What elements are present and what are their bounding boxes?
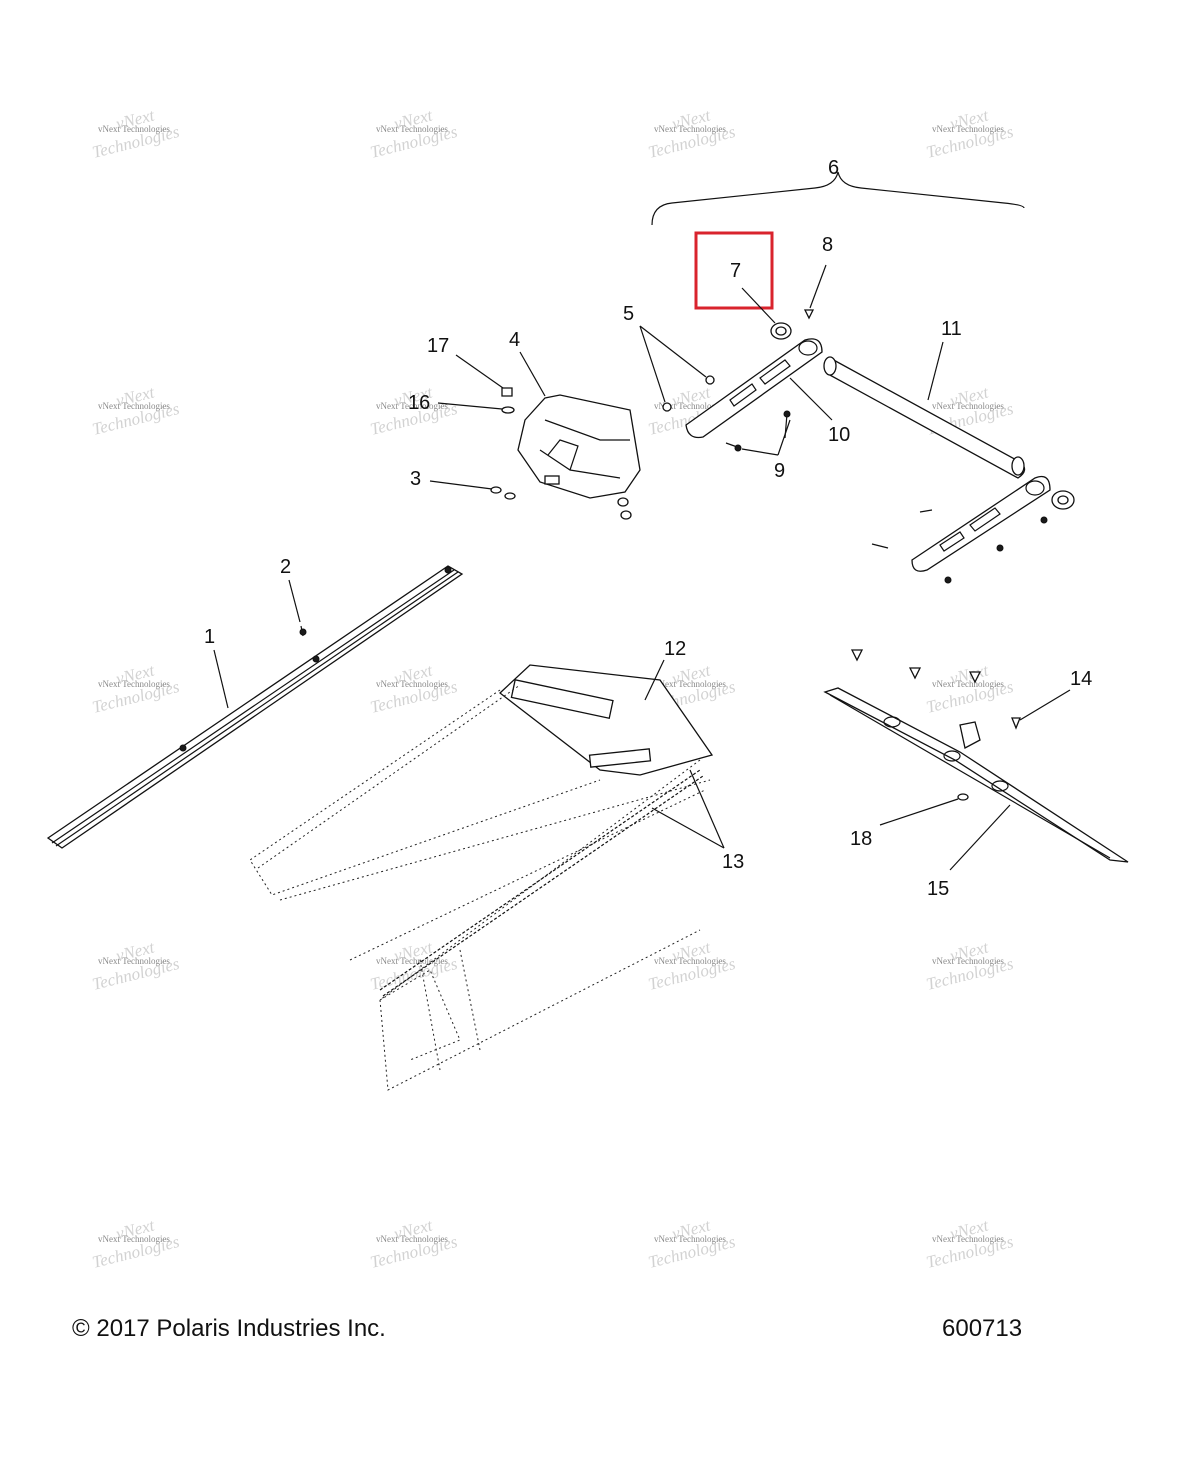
watermark-small-text: vNext Technologies xyxy=(654,679,726,689)
watermark-small-text: vNext Technologies xyxy=(932,956,1004,966)
leader-11 xyxy=(927,341,944,401)
bolt-part-2 xyxy=(299,625,307,637)
nut-part-17 xyxy=(501,387,513,397)
leader-3 xyxy=(429,480,493,490)
tube-part-11 xyxy=(823,356,1026,479)
leader-14 xyxy=(1019,689,1071,721)
callout-13: 13 xyxy=(722,851,744,873)
screw-part-8 xyxy=(803,309,815,320)
watermark-small-text: vNext Technologies xyxy=(98,124,170,134)
washer-part-16 xyxy=(501,406,515,414)
watermark-small-text: vNext Technologies xyxy=(376,956,448,966)
watermark-small-text: vNext Technologies xyxy=(654,401,726,411)
leader-13a xyxy=(689,769,725,849)
copyright-text: © 2017 Polaris Industries Inc. xyxy=(72,1315,386,1342)
leader-8 xyxy=(809,264,827,309)
callout-10: 10 xyxy=(828,424,850,446)
callout-6: 6 xyxy=(828,157,839,179)
bushing-part-7 xyxy=(770,322,792,340)
frame-part-12 xyxy=(498,664,714,776)
watermark-small-text: vNext Technologies xyxy=(932,401,1004,411)
arm-lower-group-6 xyxy=(871,475,1075,584)
watermark-small-text: vNext Technologies xyxy=(376,124,448,134)
leader-9a xyxy=(777,419,791,456)
leader-5a xyxy=(639,325,707,378)
callout-7-highlight-box xyxy=(694,231,774,310)
watermark-small-text: vNext Technologies xyxy=(654,1234,726,1244)
callout-11: 11 xyxy=(941,318,962,340)
callout-12: 12 xyxy=(664,638,686,660)
watermark-small-text: vNext Technologies xyxy=(932,124,1004,134)
leader-15 xyxy=(949,804,1011,871)
callout-5: 5 xyxy=(623,303,634,325)
leader-17 xyxy=(455,354,504,389)
watermark-small-text: vNext Technologies xyxy=(932,1234,1004,1244)
watermark-small-text: vNext Technologies xyxy=(98,956,170,966)
watermark-small-text: vNext Technologies xyxy=(98,679,170,689)
callout-3: 3 xyxy=(410,468,421,490)
bed-outline xyxy=(249,684,711,1091)
watermark-small-text: vNext Technologies xyxy=(376,679,448,689)
rivet-part-18 xyxy=(957,793,969,801)
bar-part-15 xyxy=(823,687,1129,863)
callout-15: 15 xyxy=(927,878,949,900)
callout-8: 8 xyxy=(822,234,833,256)
leader-12 xyxy=(644,659,665,701)
leader-2 xyxy=(288,579,301,623)
callout-7: 7 xyxy=(730,260,741,282)
leader-13b xyxy=(651,807,725,849)
nut-part-5 xyxy=(662,375,715,412)
callout-9: 9 xyxy=(774,460,785,482)
watermark-small-text: vNext Technologies xyxy=(932,679,1004,689)
leader-5b xyxy=(639,325,666,403)
screw-part-14 xyxy=(850,649,1021,730)
watermark-small-text: vNext Technologies xyxy=(376,1234,448,1244)
callout-4: 4 xyxy=(509,329,520,351)
diagram-number: 600713 xyxy=(942,1315,1023,1342)
nut-part-3 xyxy=(490,486,632,520)
leader-10 xyxy=(789,377,833,421)
callout-17: 17 xyxy=(427,335,449,357)
watermark-small-text: vNext Technologies xyxy=(376,401,448,411)
leader-16 xyxy=(437,402,503,410)
leader-1 xyxy=(213,649,229,709)
watermark-small-text: vNext Technologies xyxy=(98,401,170,411)
arm-part-10 xyxy=(685,338,823,439)
watermark-small-text: vNext Technologies xyxy=(98,1234,170,1244)
leader-7 xyxy=(741,287,776,324)
callout-16: 16 xyxy=(408,392,430,414)
bracket-part-4 xyxy=(517,394,641,499)
callout-18: 18 xyxy=(850,828,872,850)
callout-14: 14 xyxy=(1070,668,1092,690)
watermark-small-text: vNext Technologies xyxy=(654,956,726,966)
leader-9b xyxy=(741,448,779,456)
rail-part-1 xyxy=(46,565,464,849)
group-6-brace xyxy=(651,171,1025,226)
callout-2: 2 xyxy=(280,556,291,578)
leader-4 xyxy=(519,351,546,397)
callout-1: 1 xyxy=(204,626,215,648)
leader-18 xyxy=(879,798,959,826)
watermark-small-text: vNext Technologies xyxy=(654,124,726,134)
